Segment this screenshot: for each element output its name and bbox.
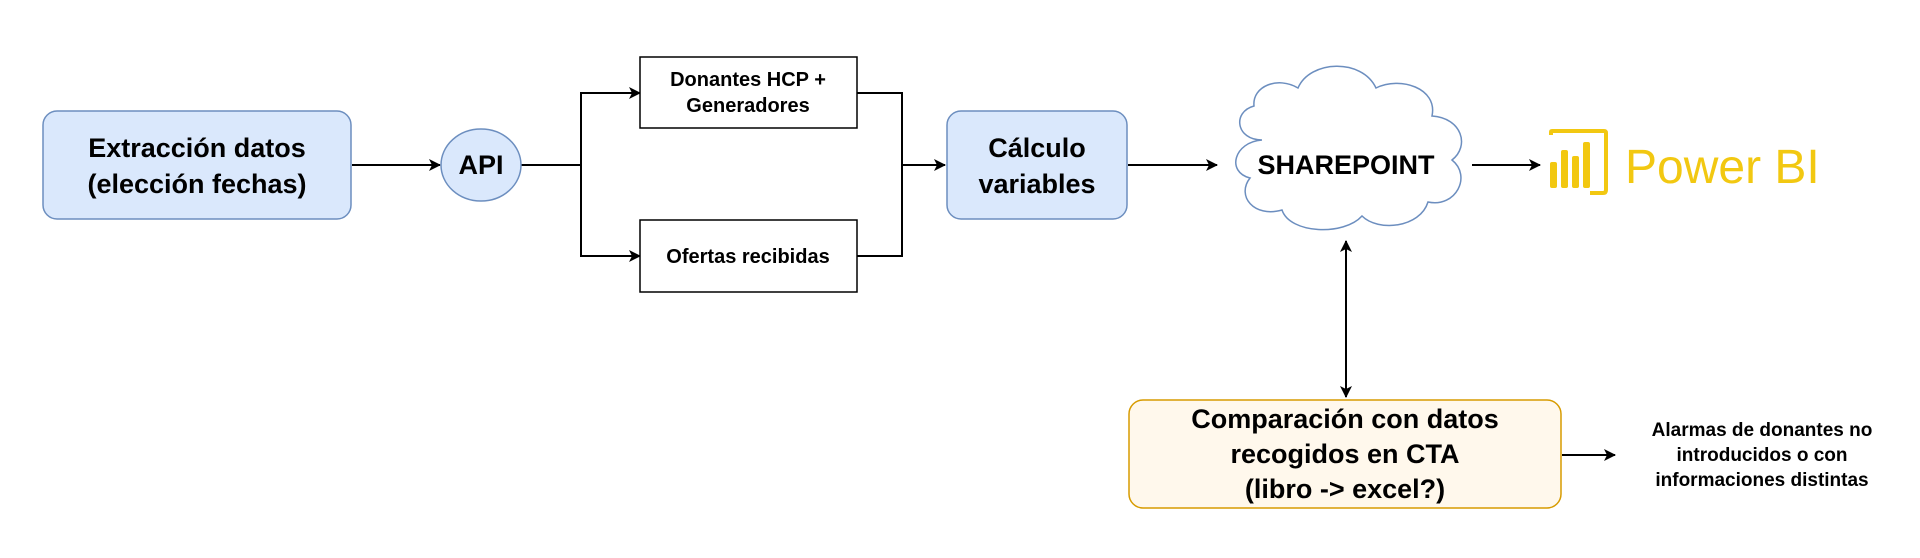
api-ellipse	[440, 128, 522, 202]
ofertas-node: Ofertas recibidas	[639, 219, 858, 293]
connector-to-donantes	[580, 87, 641, 165]
alarmas-note: Alarmas de donantes no introducidos o co…	[1652, 420, 1873, 491]
cloud-icon	[1235, 65, 1463, 231]
ofertas-label: Ofertas recibidas	[666, 246, 829, 268]
connectors	[352, 87, 1616, 461]
donantes-label-line1: Donantes HCP +	[670, 69, 826, 91]
calculo-label-line1: Cálculo	[988, 133, 1086, 163]
donantes-node: Donantes HCP + Generadores	[639, 56, 858, 129]
connector-from-ofertas	[857, 165, 903, 257]
alarmas-label-line1: Alarmas de donantes no	[1652, 420, 1873, 441]
extraction-label-line1: Extracción datos	[88, 133, 306, 163]
connector-from-donantes	[857, 92, 903, 165]
comparacion-label-line2: recogidos en CTA	[1230, 439, 1459, 469]
connector-to-ofertas	[580, 165, 641, 262]
alarmas-label-line3: informaciones distintas	[1655, 470, 1868, 491]
alarmas-label-line2: introducidos o con	[1677, 445, 1848, 466]
comparacion-box	[1128, 399, 1562, 509]
ofertas-box	[639, 219, 858, 293]
api-node: API	[440, 128, 522, 202]
calculo-box	[946, 110, 1128, 220]
extraction-box	[42, 110, 352, 220]
powerbi-icon	[1549, 129, 1608, 195]
donantes-box	[639, 56, 858, 129]
calculo-label-line2: variables	[978, 169, 1095, 199]
powerbi-logo: Power BI	[1549, 129, 1820, 195]
sharepoint-label: SHAREPOINT	[1257, 150, 1435, 180]
donantes-label-line2: Generadores	[686, 95, 809, 117]
sharepoint-node: SHAREPOINT	[1235, 65, 1463, 231]
comparacion-node: Comparación con datos recogidos en CTA (…	[1128, 399, 1562, 509]
comparacion-label-line1: Comparación con datos	[1191, 404, 1499, 434]
extraction-node: Extracción datos (elección fechas)	[42, 110, 352, 220]
powerbi-label: Power BI	[1625, 141, 1820, 194]
api-label: API	[458, 150, 503, 180]
extraction-label-line2: (elección fechas)	[87, 169, 306, 199]
calculo-node: Cálculo variables	[946, 110, 1128, 220]
comparacion-label-line3: (libro -> excel?)	[1245, 474, 1445, 504]
